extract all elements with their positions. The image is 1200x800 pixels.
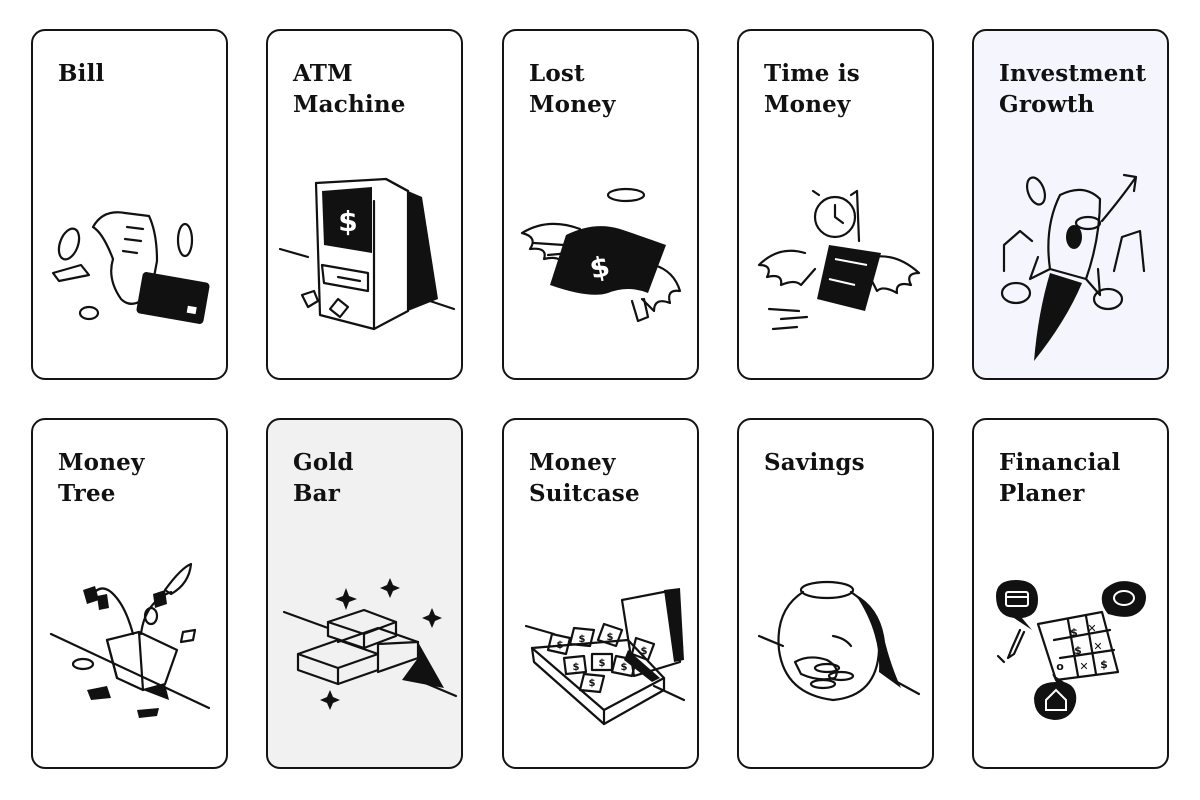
card-money-suitcase[interactable]: Money Suitcase bbox=[502, 418, 699, 769]
svg-text:$: $ bbox=[1074, 644, 1082, 657]
card-savings[interactable]: Savings bbox=[737, 418, 934, 769]
card-title-line-2: Tree bbox=[58, 480, 116, 507]
card-investment-growth[interactable]: Investment Growth bbox=[972, 29, 1169, 380]
svg-text:$: $ bbox=[573, 662, 580, 673]
card-title: Money Tree bbox=[58, 447, 212, 509]
svg-text:$: $ bbox=[1100, 658, 1108, 671]
card-title-line-1: Gold bbox=[293, 449, 354, 476]
financial-planner-icon: $ ✕ $ ✕ o ✕ $ bbox=[974, 550, 1167, 755]
card-title-line-2: Suitcase bbox=[529, 480, 640, 507]
card-title: Bill bbox=[58, 58, 212, 89]
card-lost-money[interactable]: Lost Money $ bbox=[502, 29, 699, 380]
card-title: Investment Growth bbox=[999, 58, 1153, 120]
card-title-line-1: Money bbox=[529, 449, 616, 476]
svg-text:✕: ✕ bbox=[1079, 660, 1088, 673]
svg-text:o: o bbox=[1056, 660, 1064, 673]
card-title-line-1: Financial bbox=[999, 449, 1121, 476]
svg-text:$: $ bbox=[1070, 626, 1078, 639]
savings-jar-icon bbox=[739, 550, 932, 755]
money-suitcase-icon: $ $ $ $ $ $ $ $ bbox=[504, 550, 697, 755]
card-title-line-2: Bar bbox=[293, 480, 341, 507]
card-money-tree[interactable]: Money Tree bbox=[31, 418, 228, 769]
card-time-is-money[interactable]: Time is Money bbox=[737, 29, 934, 380]
card-title-line-2: Machine bbox=[293, 91, 406, 118]
card-title-line-1: Savings bbox=[764, 449, 865, 476]
rocket-growth-icon bbox=[974, 161, 1167, 366]
card-title-line-1: Money bbox=[58, 449, 145, 476]
card-title-line-1: Bill bbox=[58, 60, 105, 87]
atm-machine-icon: $ bbox=[268, 161, 461, 366]
card-gold-bar[interactable]: Gold Bar bbox=[266, 418, 463, 769]
card-title: Savings bbox=[764, 447, 918, 478]
svg-text:✕: ✕ bbox=[1087, 622, 1096, 635]
card-title-line-2: Money bbox=[529, 91, 616, 118]
card-title-line-1: Investment bbox=[999, 60, 1147, 87]
money-tree-plant-icon bbox=[33, 550, 226, 755]
bill-receipt-card-coins-icon bbox=[33, 161, 226, 366]
svg-text:$: $ bbox=[599, 658, 606, 669]
gold-bars-icon bbox=[268, 550, 461, 755]
card-title-line-1: Lost bbox=[529, 60, 585, 87]
winged-money-icon: $ bbox=[504, 161, 697, 366]
card-title: ATM Machine bbox=[293, 58, 447, 120]
card-title-line-2: Money bbox=[764, 91, 851, 118]
svg-text:$: $ bbox=[579, 634, 586, 645]
card-title-line-2: Growth bbox=[999, 91, 1095, 118]
svg-text:$: $ bbox=[557, 640, 564, 651]
svg-text:$: $ bbox=[621, 662, 628, 673]
card-atm-machine[interactable]: ATM Machine $ bbox=[266, 29, 463, 380]
svg-text:$: $ bbox=[338, 205, 357, 238]
winged-clock-money-icon bbox=[739, 161, 932, 366]
card-title: Lost Money bbox=[529, 58, 683, 120]
card-title: Money Suitcase bbox=[529, 447, 683, 509]
card-title-line-1: ATM bbox=[293, 60, 353, 87]
card-title-line-1: Time is bbox=[764, 60, 860, 87]
svg-text:$: $ bbox=[641, 646, 648, 657]
card-title-line-2: Planer bbox=[999, 480, 1085, 507]
card-bill[interactable]: Bill bbox=[31, 29, 228, 380]
svg-text:$: $ bbox=[589, 678, 596, 689]
card-title: Financial Planer bbox=[999, 447, 1153, 509]
card-title: Gold Bar bbox=[293, 447, 447, 509]
svg-text:$: $ bbox=[607, 632, 614, 643]
svg-text:✕: ✕ bbox=[1093, 640, 1102, 653]
card-title: Time is Money bbox=[764, 58, 918, 120]
card-financial-planer[interactable]: Financial Planer $ ✕ $ ✕ o ✕ bbox=[972, 418, 1169, 769]
